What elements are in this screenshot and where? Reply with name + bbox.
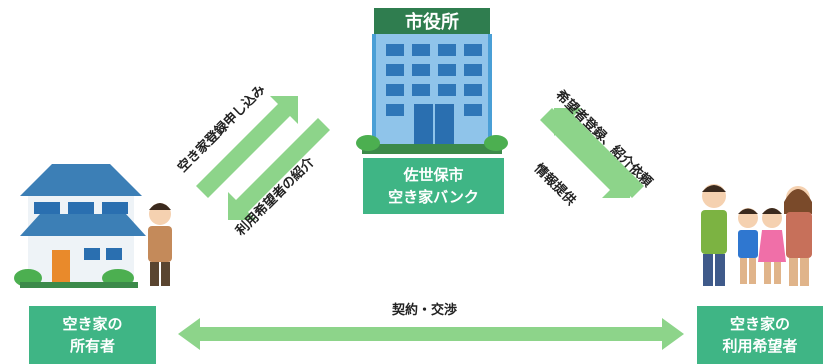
house-icon (14, 164, 146, 288)
arrow-owner-to-city (196, 96, 298, 198)
owner-line2: 所有者 (69, 337, 115, 355)
arrow-city-to-owner (228, 118, 330, 220)
city-hall-sign: 市役所 (405, 11, 459, 33)
owner-person-icon (148, 203, 172, 286)
arrow-city-to-user (540, 108, 630, 198)
user-line1: 空き家の (729, 315, 790, 333)
user-line2: 利用希望者 (722, 337, 798, 355)
arrow-owner-user (178, 318, 684, 350)
akiya-bank-line1: 佐世保市 (403, 166, 464, 184)
family-icon (701, 184, 812, 286)
akiya-bank-box: 佐世保市 空き家バンク (363, 158, 504, 214)
city-hall-building-icon: 市役所 (356, 8, 508, 154)
arrow-user-to-city (554, 108, 644, 198)
akiya-bank-line2: 空き家バンク (388, 188, 479, 206)
owner-box: 空き家の 所有者 (29, 306, 156, 364)
owner-line1: 空き家の (62, 315, 123, 333)
user-box: 空き家の 利用希望者 (697, 306, 823, 364)
label-owner-user: 契約・交渉 (392, 303, 458, 318)
